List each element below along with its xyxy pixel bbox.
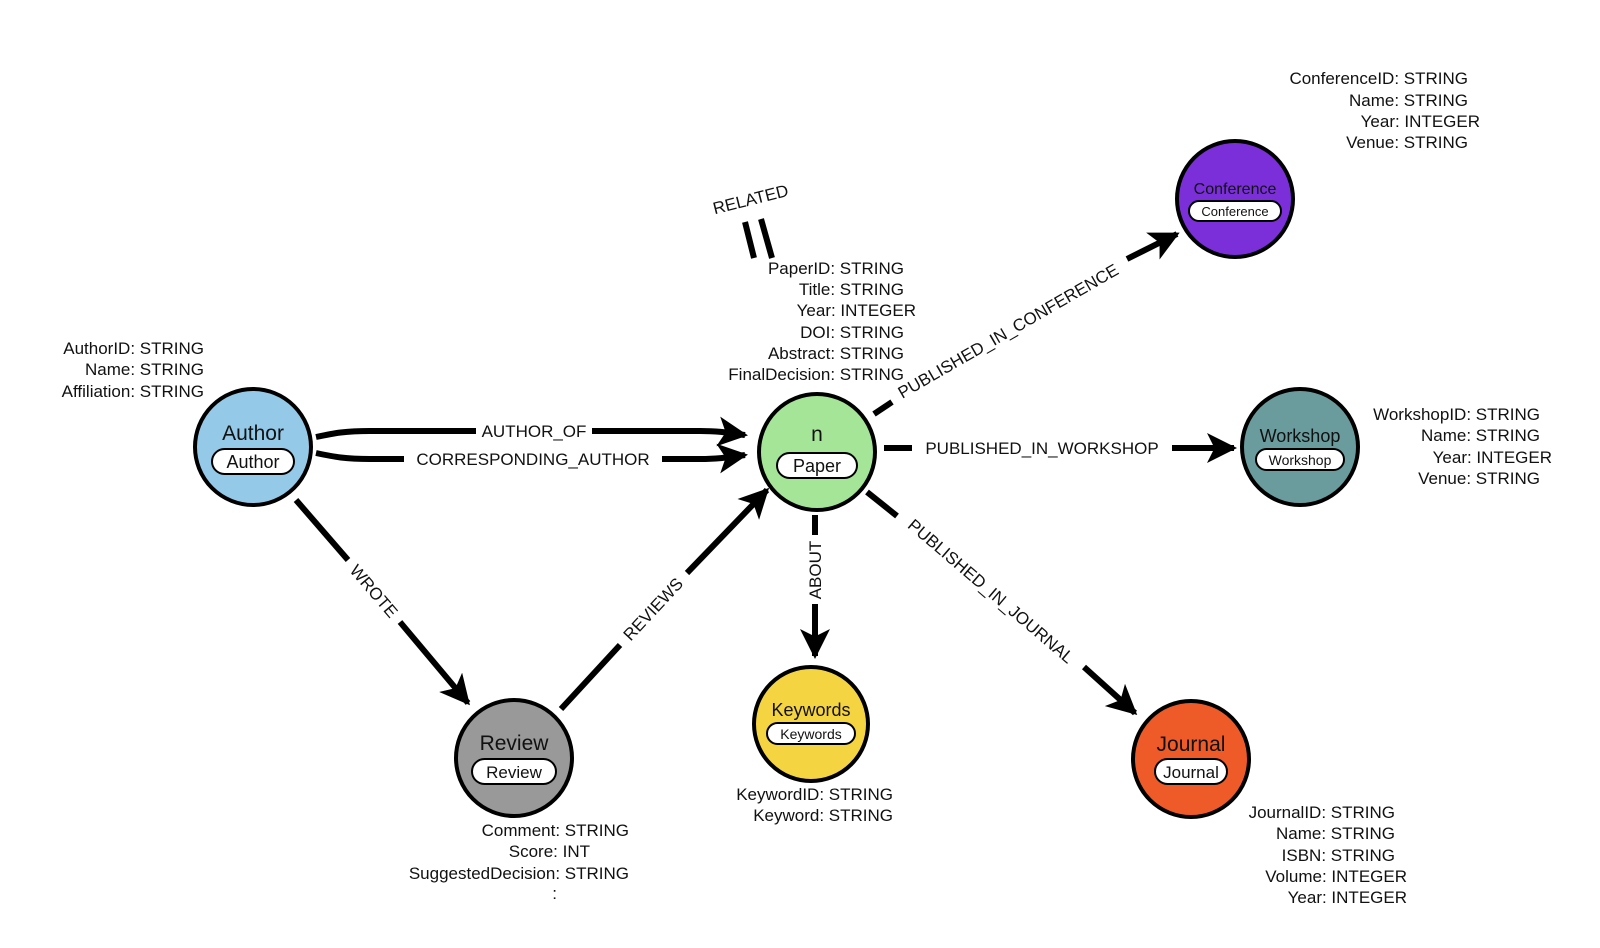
node-conference-label: Conference	[1201, 204, 1268, 219]
node-author[interactable]: Author Author	[193, 387, 313, 507]
node-journal-label: Journal	[1163, 763, 1219, 782]
property-conference-venue: Venue: STRING	[1346, 133, 1468, 152]
edge-label-related: RELATED	[711, 181, 790, 218]
edge-corresponding-author-line-start	[315, 450, 404, 462]
property-paper-title: Title: STRING	[799, 280, 904, 299]
edge-published-in-journal-line-start	[865, 489, 899, 519]
property-paper-finaldecision: FinalDecision: STRING	[728, 365, 904, 384]
property-journal-isbn: ISBN: STRING	[1282, 846, 1395, 865]
node-paper[interactable]: n Paper	[757, 392, 877, 512]
node-workshop-label-pill	[1255, 448, 1345, 471]
property-conference-conferenceid: ConferenceID: STRING	[1289, 69, 1468, 88]
edge-corresponding-author-line-end	[662, 443, 748, 474]
edge-label-corresponding-author: CORRESPONDING_AUTHOR	[416, 450, 649, 469]
properties-paper: PaperID: STRING Title: STRING Year: INTE…	[728, 259, 916, 384]
node-paper-caption: n	[811, 423, 823, 446]
property-workshop-venue: Venue: STRING	[1418, 469, 1540, 488]
properties-journal: JournalID: STRING Name: STRING ISBN: STR…	[1249, 803, 1407, 907]
node-review[interactable]: Review Review	[454, 698, 574, 818]
property-workshop-year: Year: INTEGER	[1433, 448, 1552, 467]
edge-related-line-left	[742, 221, 757, 259]
edge-wrote-line-start	[293, 498, 351, 562]
node-keywords-label: Keywords	[780, 726, 841, 742]
node-workshop[interactable]: Workshop Workshop	[1240, 387, 1360, 507]
edge-reviews-line-start	[558, 642, 623, 712]
node-conference[interactable]: Conference Conference	[1175, 139, 1295, 259]
node-paper-label: Paper	[793, 456, 841, 476]
node-author-circle	[193, 387, 313, 507]
property-keywords-keywordid: KeywordID: STRING	[736, 785, 893, 804]
edge-label-author-of: AUTHOR_OF	[482, 422, 587, 441]
property-review-suggesteddecision: SuggestedDecision: STRING	[409, 864, 629, 883]
properties-review: Comment: STRING Score: INT SuggestedDeci…	[409, 821, 629, 903]
edge-author-of[interactable]: AUTHOR_OF	[315, 416, 748, 447]
property-author-name: Name: STRING	[85, 360, 204, 379]
property-paper-doi: DOI: STRING	[800, 323, 904, 342]
edge-label-about: ABOUT	[806, 541, 825, 600]
property-paper-paperid: PaperID: STRING	[768, 259, 904, 278]
edge-wrote-line-end	[397, 620, 471, 706]
property-conference-year: Year: INTEGER	[1361, 112, 1480, 131]
edge-related-line-right	[758, 218, 775, 259]
node-journal-label-pill	[1154, 758, 1228, 785]
node-keywords-label-pill	[766, 722, 856, 745]
edge-reviews[interactable]: REVIEWS	[558, 487, 770, 712]
edge-published-in-conference[interactable]: PUBLISHED_IN_CONFERENCE	[872, 231, 1180, 417]
property-author-affiliation: Affiliation: STRING	[62, 382, 204, 401]
node-review-label-pill	[471, 758, 557, 785]
node-review-caption: Review	[480, 732, 550, 755]
property-review-score: Score: INT	[509, 842, 590, 861]
node-author-label-pill	[211, 448, 295, 475]
property-review-more: :	[552, 884, 557, 903]
property-conference-name: Name: STRING	[1349, 91, 1468, 110]
edge-label-reviews: REVIEWS	[620, 574, 687, 644]
edge-published-in-journal[interactable]: PUBLISHED_IN_JOURNAL	[865, 489, 1138, 716]
property-author-authorid: AuthorID: STRING	[63, 339, 204, 358]
properties-workshop: WorkshopID: STRING Name: STRING Year: IN…	[1373, 405, 1552, 488]
edge-label-published-in-journal: PUBLISHED_IN_JOURNAL	[904, 515, 1077, 667]
edge-reviews-line-end	[684, 487, 770, 576]
property-keywords-keyword: Keyword: STRING	[753, 806, 893, 825]
node-author-caption: Author	[222, 422, 284, 445]
edge-corresponding-author[interactable]: CORRESPONDING_AUTHOR	[315, 443, 748, 474]
node-conference-label-pill	[1188, 200, 1282, 222]
edge-published-in-conference-line-end	[1125, 231, 1180, 262]
node-workshop-caption: Workshop	[1260, 426, 1341, 446]
edge-published-in-journal-line-end	[1081, 664, 1138, 716]
property-journal-name: Name: STRING	[1276, 824, 1395, 843]
property-workshop-workshopid: WorkshopID: STRING	[1373, 405, 1540, 424]
edge-wrote[interactable]: WROTE	[293, 498, 471, 706]
node-workshop-label: Workshop	[1269, 452, 1332, 468]
node-workshop-circle	[1240, 387, 1360, 507]
property-paper-year: Year: INTEGER	[797, 301, 916, 320]
property-journal-volume: Volume: INTEGER	[1265, 867, 1407, 886]
edge-label-wrote: WROTE	[346, 561, 402, 621]
node-author-label: Author	[226, 452, 279, 472]
property-journal-year: Year: INTEGER	[1288, 888, 1407, 907]
node-review-label: Review	[486, 763, 542, 782]
node-conference-circle	[1175, 139, 1295, 259]
property-workshop-name: Name: STRING	[1421, 426, 1540, 445]
property-journal-journalid: JournalID: STRING	[1249, 803, 1395, 822]
edge-label-published-in-conference: PUBLISHED_IN_CONFERENCE	[895, 260, 1122, 402]
node-journal-caption: Journal	[1157, 733, 1226, 756]
node-conference-caption: Conference	[1194, 181, 1277, 198]
properties-author: AuthorID: STRING Name: STRING Affiliatio…	[62, 339, 204, 401]
edge-author-of-line-start	[315, 428, 476, 440]
node-journal[interactable]: Journal Journal	[1131, 699, 1251, 819]
edge-label-published-in-workshop: PUBLISHED_IN_WORKSHOP	[925, 439, 1158, 458]
edge-published-in-conference-line-start	[872, 399, 894, 417]
node-keywords-caption: Keywords	[771, 700, 850, 720]
property-paper-abstract: Abstract: STRING	[768, 344, 904, 363]
edge-about[interactable]: ABOUT	[800, 515, 830, 659]
edge-related-self-loop[interactable]: RELATED	[711, 181, 790, 259]
node-paper-label-pill	[776, 452, 858, 479]
node-keywords[interactable]: Keywords Keywords	[752, 665, 870, 783]
properties-keywords: KeywordID: STRING Keyword: STRING	[736, 785, 893, 825]
edge-published-in-workshop[interactable]: PUBLISHED_IN_WORKSHOP	[884, 433, 1237, 463]
properties-conference: ConferenceID: STRING Name: STRING Year: …	[1289, 69, 1480, 152]
property-review-comment: Comment: STRING	[482, 821, 629, 840]
edge-author-of-line-end	[592, 416, 748, 447]
